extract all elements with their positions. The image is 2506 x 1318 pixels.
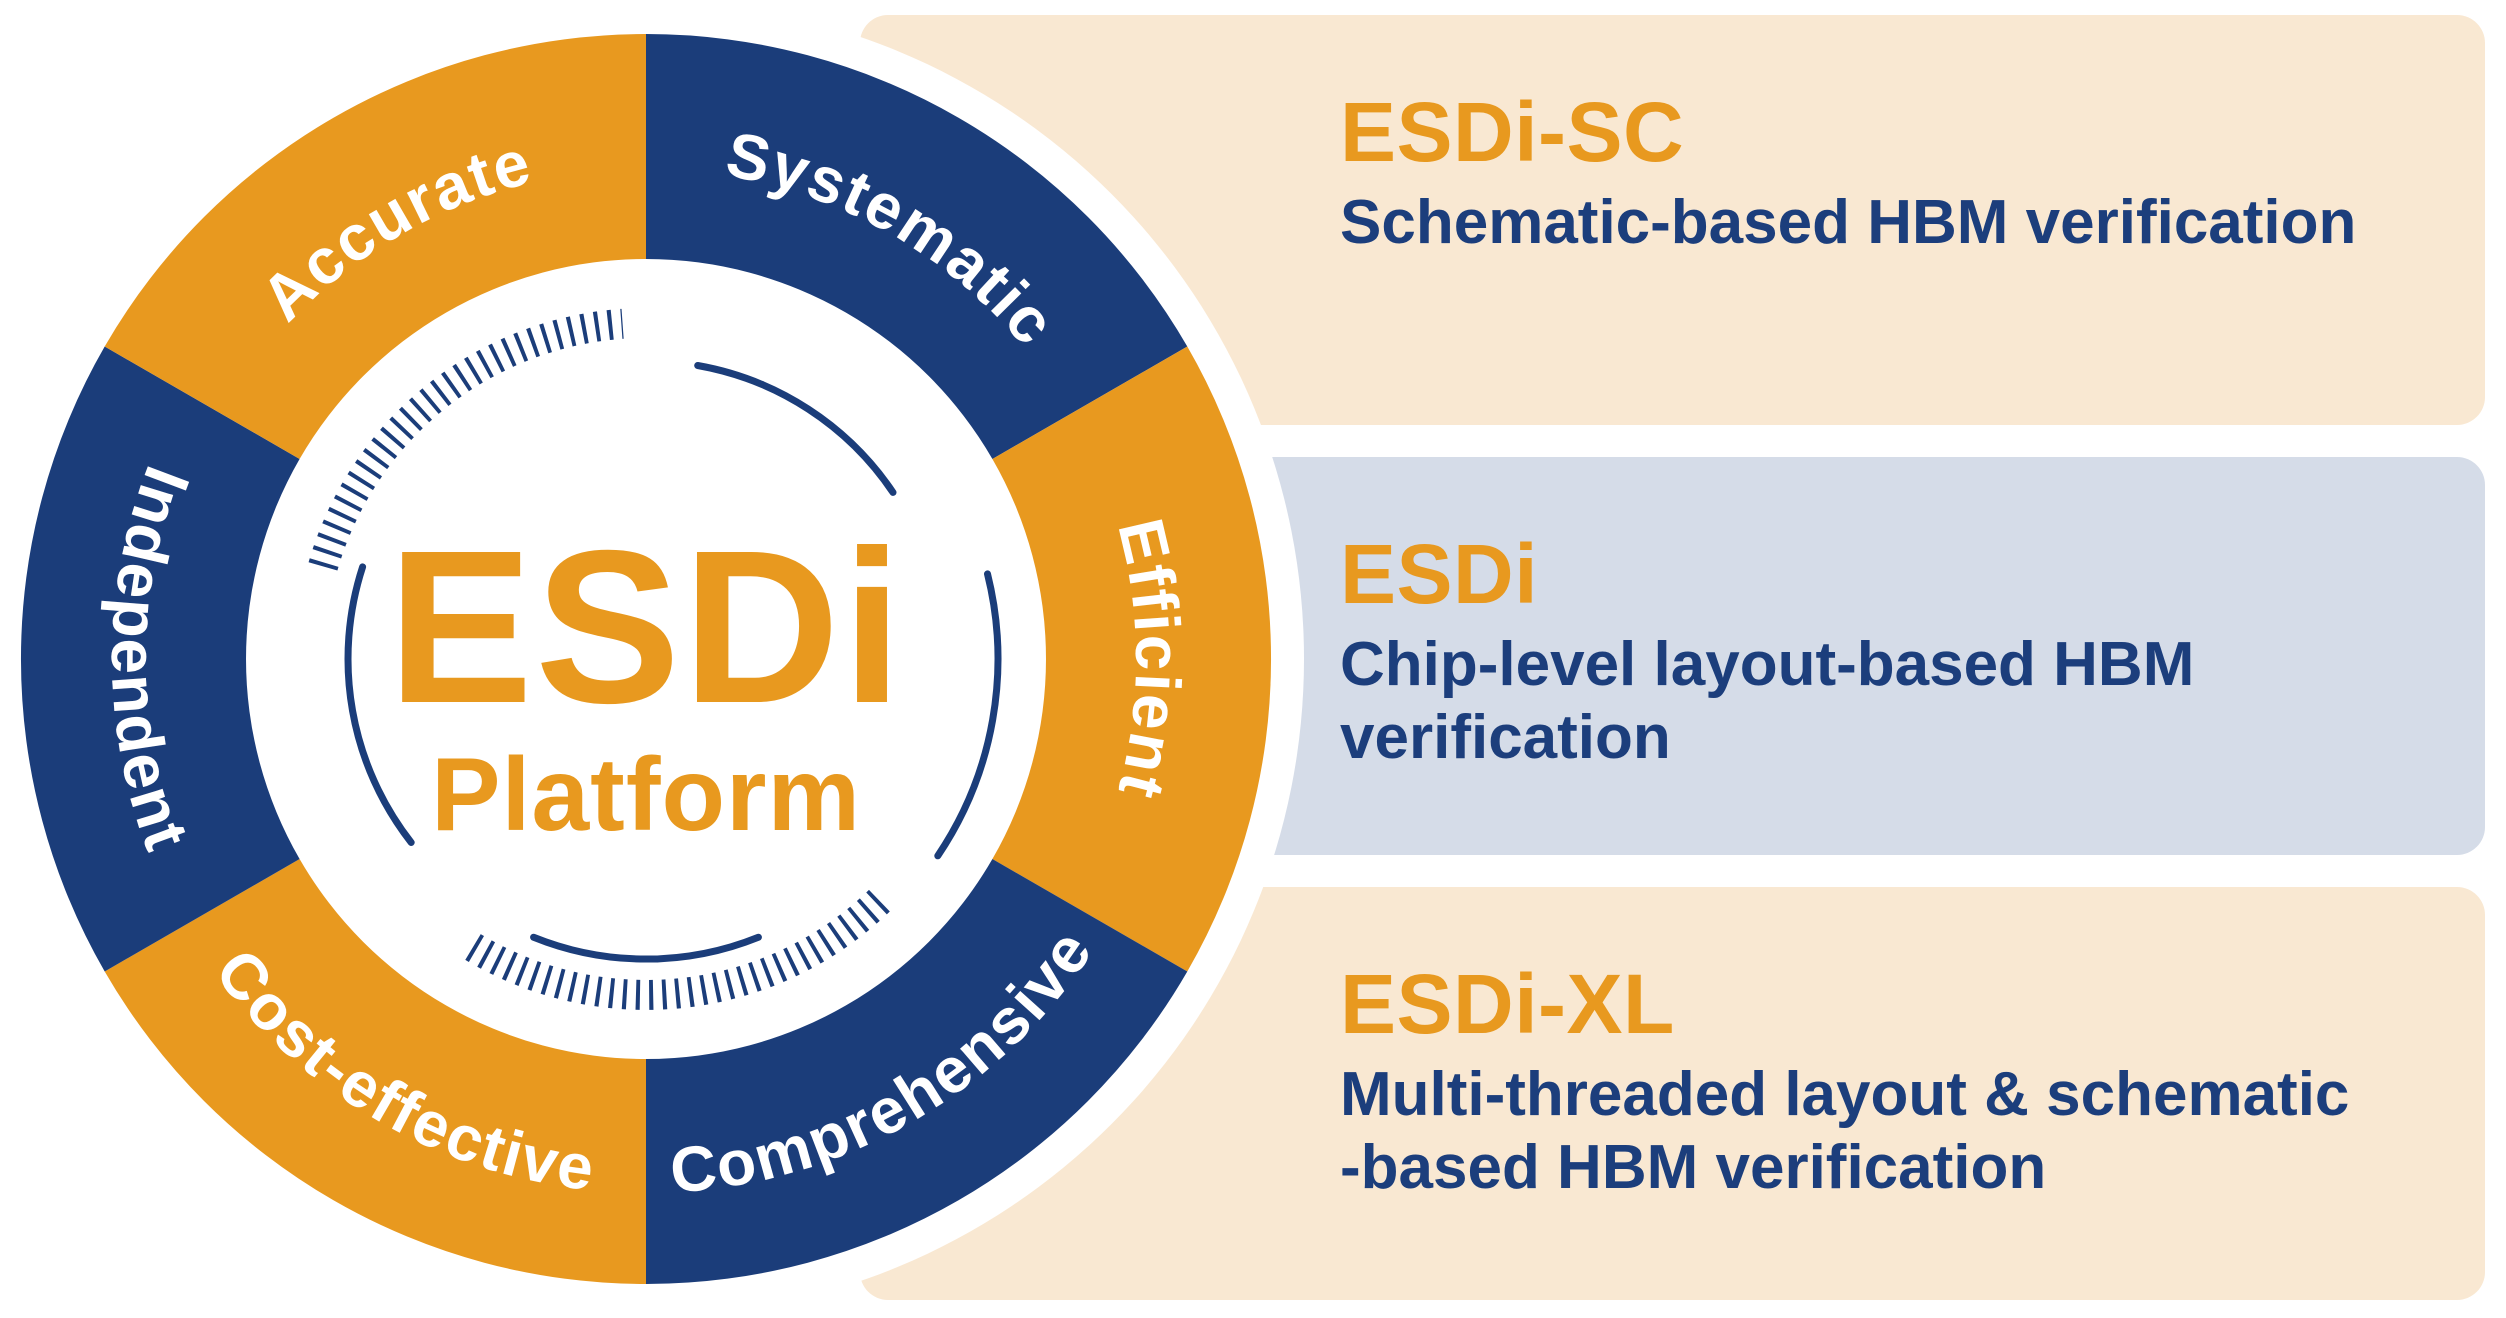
card-esdi-xl-desc-line-1: Multi-threaded layout & schematic [1340, 1060, 2350, 1130]
card-esdi-xl-title: ESDi-XL [1340, 957, 1675, 1051]
card-esdi-sc-description: Schematic-based HBM verification [1340, 187, 2435, 260]
inner-arc-bottom-icon [530, 933, 762, 963]
card-esdi-xl-desc-line-2: -based HBM verification [1340, 1132, 2047, 1202]
card-esdi-sc-desc-line-1: Schematic-based HBM verification [1340, 188, 2357, 258]
card-esdi-content: ESDi Chip-level layout-based HBM verific… [860, 457, 2485, 774]
segment-cost-effective [104, 859, 646, 1285]
card-esdi-desc-line-2: verification [1340, 702, 1671, 772]
card-esdi-sc-content: ESDi-SC Schematic-based HBM verification [860, 15, 2485, 260]
card-esdi-sc-title: ESDi-SC [1340, 85, 1685, 179]
segment-systematic [646, 34, 1188, 459]
card-esdi-xl-description: Multi-threaded layout & schematic -based… [1340, 1059, 2435, 1204]
inner-arc-right-icon [934, 570, 1002, 860]
segment-comprehensive [646, 859, 1188, 1284]
segment-efficient [992, 346, 1272, 972]
card-esdi-description: Chip-level layout-based HBM verification [1340, 629, 2435, 774]
wheel-center-title: ESDi [388, 506, 905, 749]
inner-arc-left-icon [344, 563, 415, 846]
wheel-center-subtitle: Platform [431, 737, 861, 853]
card-esdi-desc-line-1: Chip-level layout-based HBM [1340, 630, 2195, 700]
card-esdi-title: ESDi [1340, 527, 1539, 621]
card-esdi-xl-content: ESDi-XL Multi-threaded layout & schemati… [860, 887, 2485, 1204]
segment-independent [20, 346, 300, 972]
segment-accurate [104, 34, 646, 459]
inner-arc-top-right-icon [694, 362, 897, 496]
